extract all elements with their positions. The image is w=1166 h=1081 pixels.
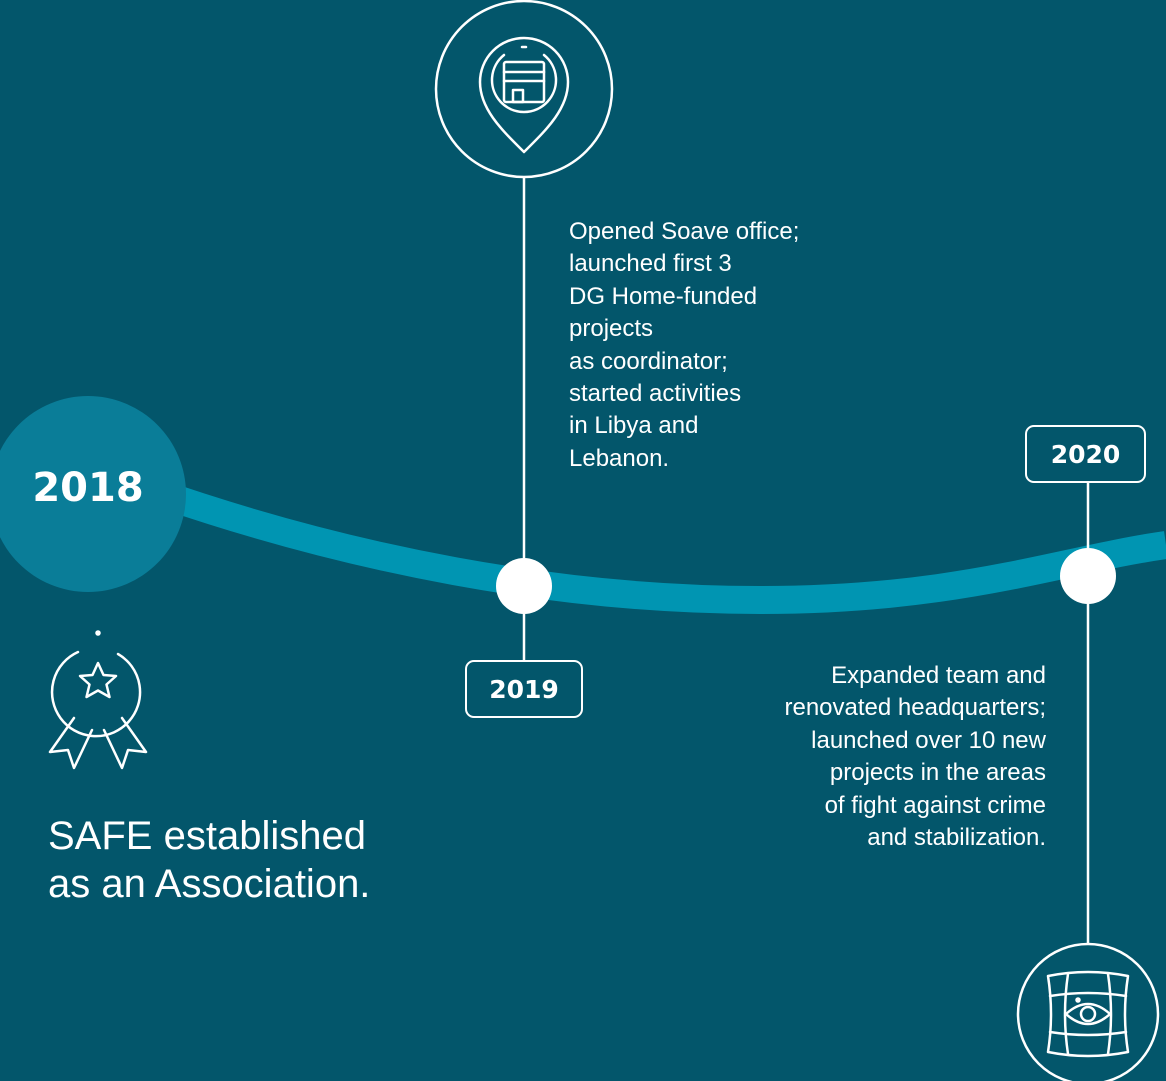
milestone-2018-description: SAFE established as an Association. <box>48 814 371 906</box>
globe-eye-icon <box>1016 942 1160 1081</box>
building-location-pin-icon <box>434 0 614 179</box>
award-ribbon-star-icon <box>48 630 148 770</box>
year-2018-circle <box>0 396 186 592</box>
node-2019 <box>496 558 552 614</box>
milestone-2020-description: Expanded team and renovated headquarters… <box>784 662 1046 852</box>
node-2020 <box>1060 548 1116 604</box>
year-2019-badge: 2019 <box>465 660 583 718</box>
year-2020-badge: 2020 <box>1025 425 1146 483</box>
year-2018-label: 2018 <box>32 465 144 511</box>
timeline-line <box>145 476 1166 615</box>
milestone-2019-description: Opened Soave office; launched first 3 DG… <box>569 218 800 472</box>
